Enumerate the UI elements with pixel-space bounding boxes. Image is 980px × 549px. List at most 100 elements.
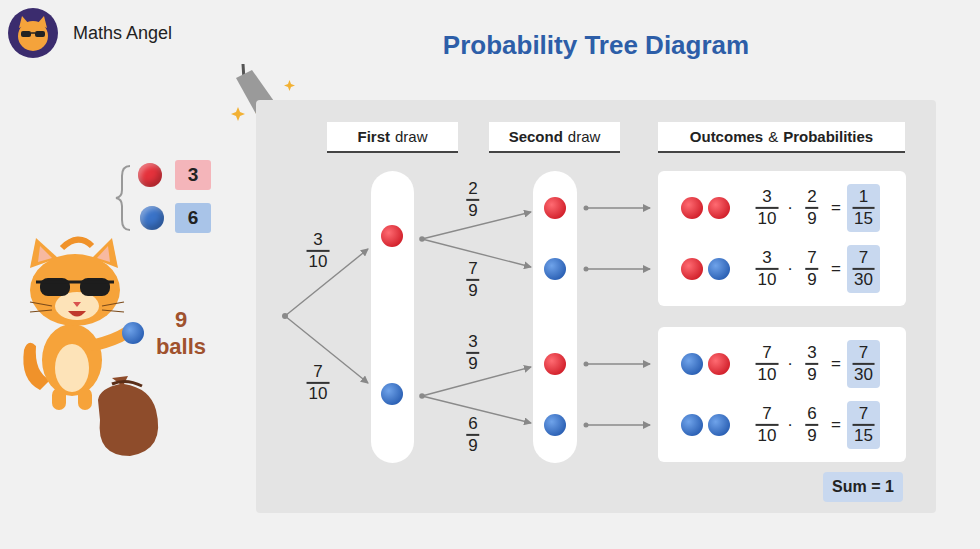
operator: · <box>787 198 793 218</box>
fraction: 69 <box>468 415 477 455</box>
denominator: 10 <box>309 253 328 271</box>
fraction: 310 <box>758 188 777 228</box>
tree-branches <box>285 208 650 425</box>
header-text: First <box>357 128 390 145</box>
denominator: 15 <box>854 210 873 228</box>
fraction: 79 <box>468 260 477 300</box>
bracket <box>116 166 130 230</box>
fraction-bar <box>852 424 875 426</box>
count-text: 3 <box>188 164 199 186</box>
operator: · <box>787 415 793 435</box>
header-text: draw <box>395 128 428 145</box>
numerator: 7 <box>859 405 868 423</box>
numerator: 7 <box>762 344 771 362</box>
sum-text: Sum = 1 <box>832 478 894 496</box>
fraction-bar <box>466 279 479 281</box>
operator: = <box>831 198 841 218</box>
fraction: 310 <box>758 249 777 289</box>
header-text: & <box>768 128 778 145</box>
denominator: 10 <box>758 427 777 445</box>
fraction-bar <box>805 363 818 365</box>
numerator: 7 <box>859 249 868 267</box>
second-draw-column <box>533 171 577 463</box>
outcome-box: 310·29=310·79=115730 <box>658 171 906 306</box>
fraction: 79 <box>807 249 816 289</box>
fraction-bar <box>756 363 779 365</box>
outcome-box: 710·39=710·69=730715 <box>658 327 906 462</box>
numerator: 2 <box>807 188 816 206</box>
denominator: 10 <box>758 366 777 384</box>
fraction-bar <box>307 250 330 252</box>
numerator: 3 <box>762 188 771 206</box>
operator: = <box>831 354 841 374</box>
denominator: 9 <box>468 437 477 455</box>
ball-swatch <box>140 206 164 230</box>
fraction: 730 <box>854 344 873 384</box>
denominator: 30 <box>854 271 873 289</box>
fraction: 29 <box>807 188 816 228</box>
denominator: 10 <box>758 210 777 228</box>
denominator: 10 <box>758 271 777 289</box>
denominator: 9 <box>807 366 816 384</box>
denominator: 9 <box>468 355 477 373</box>
fraction-bar <box>805 424 818 426</box>
fraction-bar <box>307 382 330 384</box>
fraction-bar <box>756 424 779 426</box>
numerator: 2 <box>468 180 477 198</box>
fraction: 710 <box>309 363 328 403</box>
denominator: 15 <box>854 427 873 445</box>
fraction-bar <box>756 207 779 209</box>
tree-balls <box>381 197 566 436</box>
count-text: 6 <box>188 207 199 229</box>
numerator: 6 <box>468 415 477 433</box>
operator: = <box>831 415 841 435</box>
count-box: 6 <box>175 203 211 233</box>
numerator: 3 <box>807 344 816 362</box>
fraction: 39 <box>468 333 477 373</box>
denominator: 9 <box>807 210 816 228</box>
result-box: 715 <box>847 401 880 449</box>
result-box: 730 <box>847 245 880 293</box>
count-label: 9 balls <box>156 307 206 359</box>
operator: · <box>787 259 793 279</box>
denominator: 30 <box>854 366 873 384</box>
denominator: 9 <box>807 427 816 445</box>
fraction: 310 <box>309 231 328 271</box>
fraction: 115 <box>854 188 873 228</box>
fraction-bar <box>805 268 818 270</box>
title-box: Probability Tree Diagram <box>386 30 806 61</box>
operator: = <box>831 259 841 279</box>
denominator: 9 <box>807 271 816 289</box>
numerator: 7 <box>859 344 868 362</box>
fraction: 730 <box>854 249 873 289</box>
fraction-bar <box>756 268 779 270</box>
denominator: 9 <box>468 202 477 220</box>
column-header: Outcomes&Probabilities <box>658 122 905 153</box>
operator: · <box>787 354 793 374</box>
numerator: 6 <box>807 405 816 423</box>
fraction: 29 <box>468 180 477 220</box>
fraction-bar <box>852 207 875 209</box>
numerator: 3 <box>762 249 771 267</box>
column-header: Seconddraw <box>489 122 620 153</box>
label-box: Maths Angel <box>73 23 172 44</box>
fraction: 710 <box>758 405 777 445</box>
panel <box>256 100 936 513</box>
ball-swatch <box>138 163 162 187</box>
numerator: 3 <box>313 231 322 249</box>
numerator: 3 <box>468 333 477 351</box>
header-text: Outcomes <box>690 128 763 145</box>
column-header: First draw <box>327 122 458 153</box>
label-box: 9 balls <box>148 306 214 360</box>
fraction: 715 <box>854 405 873 445</box>
fraction: 39 <box>807 344 816 384</box>
fraction: 710 <box>758 344 777 384</box>
fraction-bar <box>805 207 818 209</box>
brand-name: Maths Angel <box>73 23 172 43</box>
result-box: 115 <box>847 184 880 232</box>
fraction: 69 <box>807 405 816 445</box>
numerator: 7 <box>807 249 816 267</box>
fraction-bar <box>852 268 875 270</box>
numerator: 1 <box>859 188 868 206</box>
